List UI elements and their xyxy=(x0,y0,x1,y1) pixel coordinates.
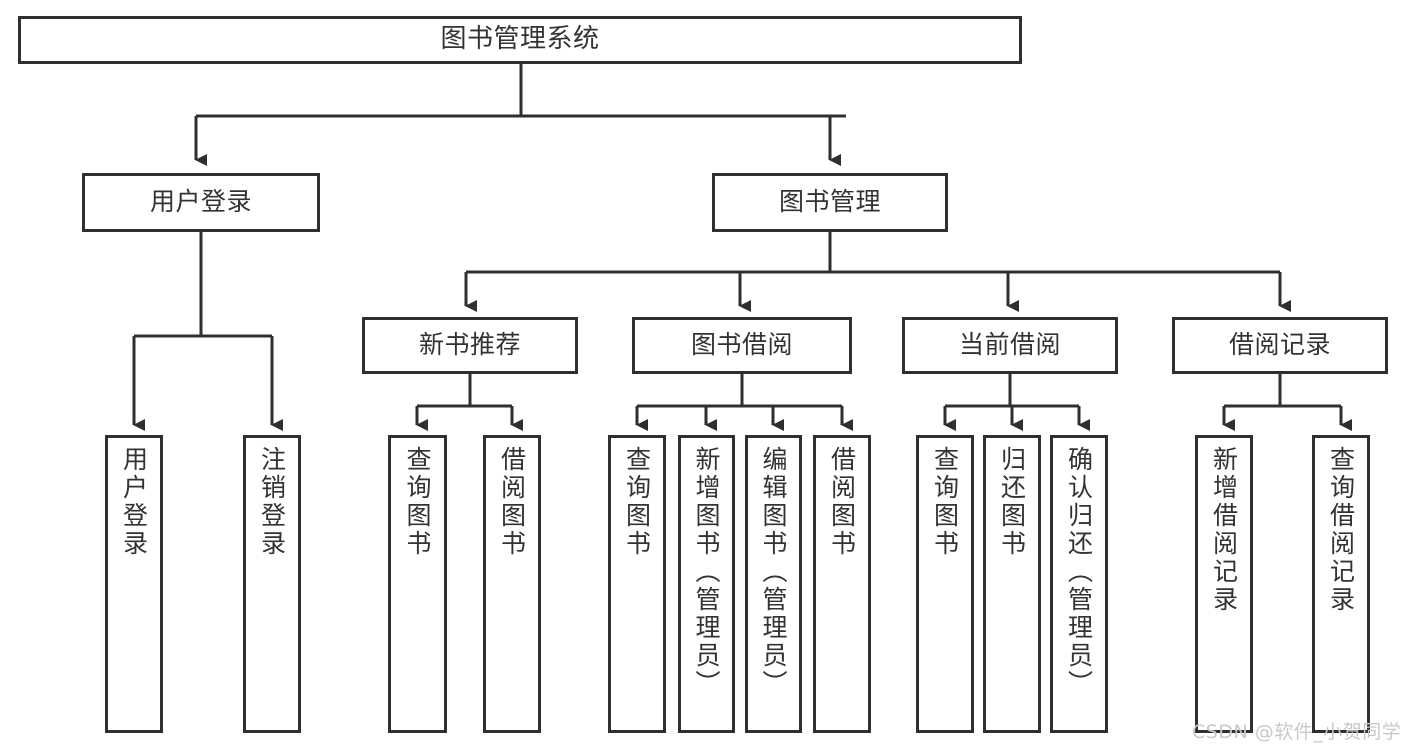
leaf-query-books-current[interactable]: 查询图书 xyxy=(916,435,974,733)
leaf-add-borrow-record[interactable]: 新增借阅记录 xyxy=(1195,435,1253,733)
node-borrow-records[interactable]: 借阅记录 xyxy=(1172,317,1388,374)
node-label: 新增借阅记录 xyxy=(1209,446,1239,614)
leaf-borrow-books[interactable]: 借阅图书 xyxy=(813,435,871,733)
node-label: 归还图书 xyxy=(997,446,1027,558)
node-label: 图书管理系统 xyxy=(440,24,600,55)
leaf-query-books-borrow[interactable]: 查询图书 xyxy=(608,435,666,733)
node-label: 查询借阅记录 xyxy=(1326,446,1356,614)
node-label: 图书管理 xyxy=(778,187,881,217)
node-book-borrow[interactable]: 图书借阅 xyxy=(632,317,852,374)
leaf-borrow-books-recommend[interactable]: 借阅图书 xyxy=(483,435,541,733)
node-label: 查询图书 xyxy=(930,446,960,558)
node-label: 借阅图书 xyxy=(497,446,527,558)
leaf-logout[interactable]: 注销登录 xyxy=(243,435,301,733)
node-label: 注销登录 xyxy=(257,446,287,558)
node-label: 编辑图书（管理员） xyxy=(759,446,788,698)
node-label: 借阅图书 xyxy=(827,446,857,558)
leaf-query-borrow-record[interactable]: 查询借阅记录 xyxy=(1312,435,1370,733)
node-label: 新增图书（管理员） xyxy=(692,446,721,698)
node-label: 图书借阅 xyxy=(690,330,793,360)
leaf-confirm-return-admin[interactable]: 确认归还（管理员） xyxy=(1050,435,1108,733)
leaf-add-book-admin[interactable]: 新增图书（管理员） xyxy=(678,435,735,733)
node-label: 新书推荐 xyxy=(418,330,521,360)
node-root-system[interactable]: 图书管理系统 xyxy=(18,16,1022,64)
node-label: 用户登录 xyxy=(149,187,252,217)
leaf-edit-book-admin[interactable]: 编辑图书（管理员） xyxy=(745,435,802,733)
leaf-query-books-recommend[interactable]: 查询图书 xyxy=(388,435,447,733)
node-label: 当前借阅 xyxy=(958,330,1061,360)
node-label: 查询图书 xyxy=(403,446,432,558)
node-current-borrow[interactable]: 当前借阅 xyxy=(902,317,1118,374)
leaf-user-login[interactable]: 用户登录 xyxy=(105,435,163,733)
node-label: 查询图书 xyxy=(622,446,652,558)
leaf-return-books[interactable]: 归还图书 xyxy=(983,435,1041,733)
node-book-management[interactable]: 图书管理 xyxy=(712,173,948,232)
node-user-login[interactable]: 用户登录 xyxy=(82,173,320,232)
node-label: 用户登录 xyxy=(119,446,149,558)
node-label: 借阅记录 xyxy=(1228,330,1331,360)
node-label: 确认归还（管理员） xyxy=(1064,446,1094,698)
node-new-book-recommend[interactable]: 新书推荐 xyxy=(362,317,578,374)
